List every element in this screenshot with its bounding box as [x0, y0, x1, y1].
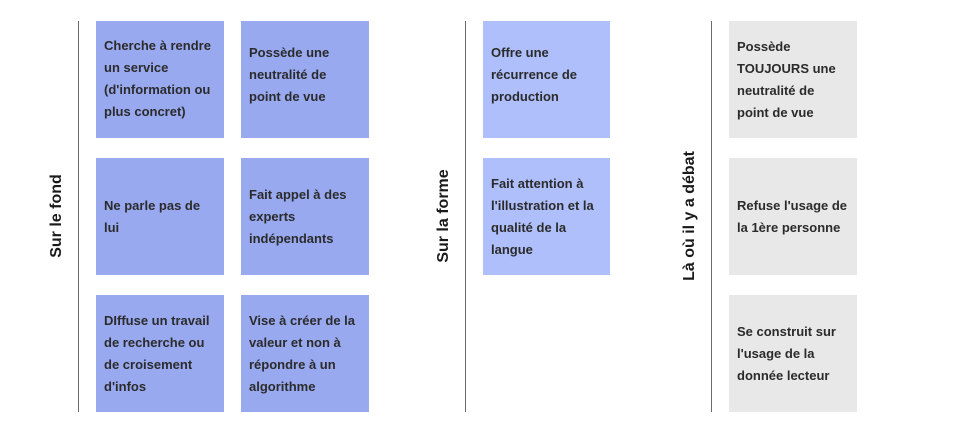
card-fond-4: Fait appel à des experts indépendants — [241, 158, 369, 275]
card-text: Possède une neutralité de point de vue — [249, 45, 330, 104]
divider-forme — [465, 21, 466, 412]
card-forme-2: Fait attention à l'illustration et la qu… — [483, 158, 610, 275]
group-label-forme: Sur la forme — [435, 169, 452, 263]
card-text: Fait attention à l'illustration et la qu… — [491, 175, 594, 257]
group-label-fond: Sur le fond — [48, 174, 65, 258]
card-fond-1: Cherche à rendre un service (d'informati… — [96, 21, 224, 138]
card-text: DIffuse un travail de recherche ou de cr… — [104, 312, 210, 394]
group-label-debat: Là où il y a débat — [681, 151, 698, 281]
card-fond-6: Vise à créer de la valeur et non à répon… — [241, 295, 369, 412]
card-text: Se construit sur l'usage de la donnée le… — [737, 323, 836, 383]
card-text: Vise à créer de la valeur et non à répon… — [249, 312, 356, 394]
card-text: Cherche à rendre un service (d'informati… — [104, 38, 211, 119]
card-text: Ne parle pas de lui — [104, 197, 201, 235]
card-text: Offre une récurrence de production — [491, 45, 577, 104]
card-text: Fait appel à des experts indépendants — [249, 186, 347, 246]
card-fond-2: Possède une neutralité de point de vue — [241, 21, 369, 138]
card-debat-1: Possède TOUJOURS une neutralité de point… — [729, 21, 857, 138]
card-text: Refuse l'usage de la 1ère personne — [737, 197, 848, 235]
card-debat-2: Refuse l'usage de la 1ère personne — [729, 158, 857, 275]
divider-fond — [78, 21, 79, 412]
card-text: Possède TOUJOURS une neutralité de point… — [737, 38, 836, 120]
card-fond-5: DIffuse un travail de recherche ou de cr… — [96, 295, 224, 412]
card-forme-1: Offre une récurrence de production — [483, 21, 610, 138]
card-debat-3: Se construit sur l'usage de la donnée le… — [729, 295, 857, 412]
divider-debat — [711, 21, 712, 412]
card-fond-3: Ne parle pas de lui — [96, 158, 224, 275]
